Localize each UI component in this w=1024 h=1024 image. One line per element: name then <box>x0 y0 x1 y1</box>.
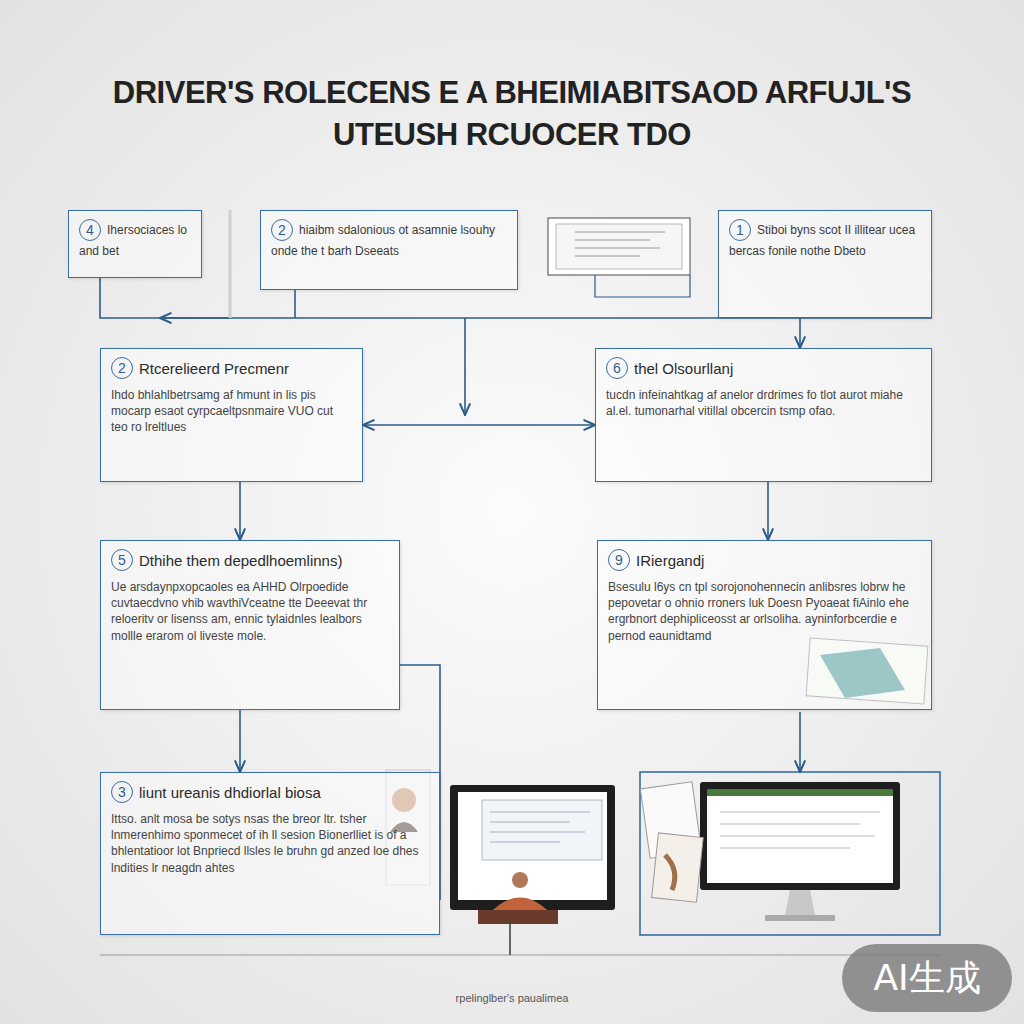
box-heading: Dthihe them depedlhoemlinns) <box>139 552 342 569</box>
process-box: 9 IRiergandjBsesulu l6ys cn tpl sorojonoh… <box>597 540 932 710</box>
box-text: Ihersociaces lo and bet <box>79 223 187 258</box>
process-box: 5 Dthihe them depedlhoemlinns) Ue arsdaynp… <box>100 540 400 710</box>
screen-bar <box>707 789 893 796</box>
diagram-caption: rpelinglber's paualimea <box>312 992 712 1004</box>
flow-arrow <box>799 318 801 348</box>
box-heading: liunt ureanis dhdiorlal biosa <box>139 784 321 801</box>
document-lines <box>575 232 665 256</box>
callout-number: 4 <box>79 219 101 241</box>
monitor-stand <box>785 890 815 915</box>
callout-number: 9 <box>608 549 630 571</box>
monitor-base <box>765 915 835 921</box>
process-box: 2 Rtcerelieerd PrecmenrIhdo bhlahlbetrsam… <box>100 348 363 482</box>
screen-lines <box>490 812 590 842</box>
screen-lines <box>720 812 880 848</box>
down-arrow <box>464 318 466 415</box>
box-text: Stiboi byns scot II illitear ucea bercas… <box>729 223 915 258</box>
box-heading: thel Olsourllanj <box>634 360 733 377</box>
monitor-frame <box>450 785 615 910</box>
flow-arrow <box>363 424 595 426</box>
box-text: hiaibm sdalonious ot asamnie lsouhy onde… <box>271 223 495 258</box>
paper-sheet <box>652 833 704 902</box>
desk <box>478 910 558 924</box>
media-frame <box>640 772 940 935</box>
box-heading: IRiergandj <box>636 552 704 569</box>
box-text: Bsesulu l6ys cn tpl sorojonohennecin anl… <box>608 579 921 644</box>
box-text: Ihdo bhlahlbetrsamg af hmunt in lis pis … <box>111 387 352 436</box>
process-box: 3 liunt ureanis dhdiorlal biosaIttso. anl… <box>100 772 440 935</box>
process-box: 2hiaibm sdalonious ot asamnie lsouhy ond… <box>260 210 518 290</box>
document-illustration <box>548 218 690 297</box>
monitor-right <box>700 782 900 921</box>
monitor-screen <box>707 789 893 883</box>
faint-post <box>229 210 232 318</box>
callout-number: 2 <box>111 357 133 379</box>
callout-number: 3 <box>111 781 133 803</box>
flow-arrow <box>767 482 769 540</box>
box-text: Ittso. anlt mosa be sotys nsas the breor… <box>111 811 429 876</box>
diagram-title: DRIVER'S ROLECENS E A BHEIMIABITSAOD ARF… <box>92 72 932 156</box>
process-box: 1Stiboi byns scot II illitear ucea berca… <box>718 210 932 318</box>
papers-illustration <box>640 782 703 903</box>
callout-number: 6 <box>606 357 628 379</box>
bus-arrow <box>160 317 230 319</box>
callout-number: 1 <box>729 219 751 241</box>
bottom-rule <box>100 954 940 955</box>
monitor-left <box>450 785 615 924</box>
callout-number: 2 <box>271 219 293 241</box>
flow-arrow <box>239 482 241 540</box>
monitor-screen <box>458 792 607 900</box>
screen-window <box>482 800 602 860</box>
watermark: AI生成 <box>842 944 1012 1012</box>
bottom-tick <box>509 920 511 955</box>
monitor-frame <box>700 782 900 890</box>
process-box: 4Ihersociaces lo and bet <box>68 210 202 278</box>
document-page <box>556 224 682 269</box>
flow-arrow <box>239 710 241 772</box>
process-box: 6 thel Olsourllanj tucdn infeinahtkag af a… <box>595 348 932 482</box>
document-frame <box>595 275 690 297</box>
watermark-pill <box>842 944 1012 1012</box>
callout-number: 5 <box>111 549 133 571</box>
box-heading: Rtcerelieerd Precmenr <box>139 360 289 377</box>
bus-drop <box>294 290 296 318</box>
document-sheet <box>548 218 690 275</box>
hand <box>665 855 675 890</box>
box-text: Ue arsdaynpxopcaoles ea AHHD Olrpoedide … <box>111 579 389 644</box>
box-text: tucdn infeinahtkag af anelor drdrimes fo… <box>606 387 921 419</box>
person-head <box>512 872 528 888</box>
down-arrow <box>799 712 801 772</box>
